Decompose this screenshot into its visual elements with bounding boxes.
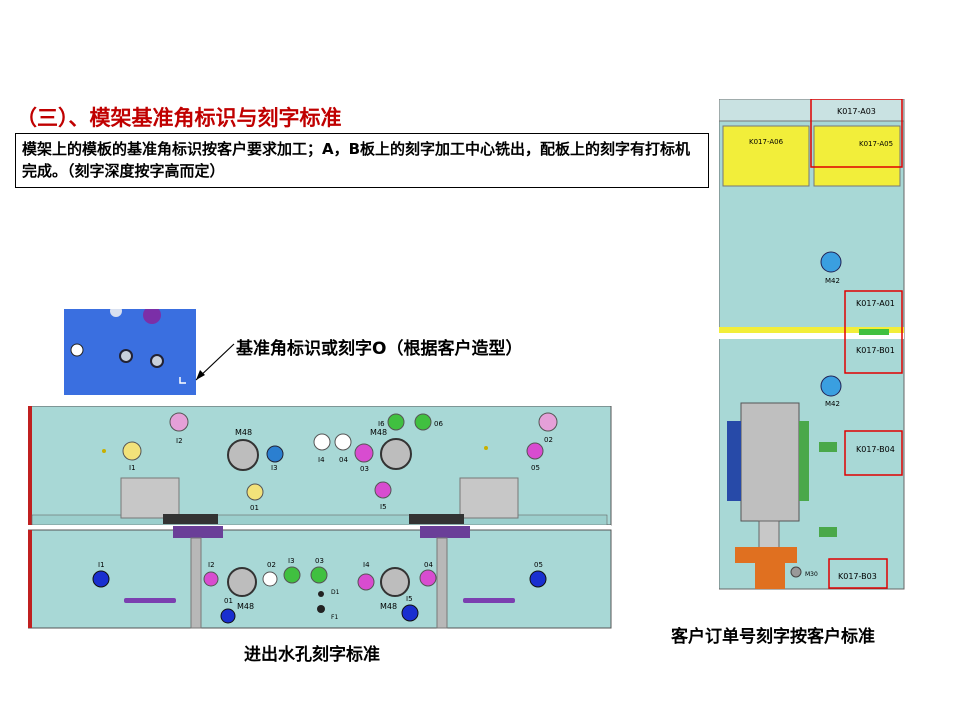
port-label: I1 <box>129 464 136 472</box>
port-label: 03 <box>315 557 324 565</box>
port-label: F1 <box>331 614 338 621</box>
port-label: 03 <box>360 465 369 473</box>
caption-left: 进出水孔刻字标准 <box>244 645 380 665</box>
order-label: K017-A03 <box>837 107 876 116</box>
port-label: I3 <box>271 464 278 472</box>
port-label: M48 <box>370 428 387 437</box>
port-label: D1 <box>331 589 340 596</box>
order-label: K017-A06 <box>749 138 784 146</box>
reference-corner-image <box>64 309 196 395</box>
order-label: K017-B04 <box>856 445 895 454</box>
port-label: 04 <box>424 561 433 569</box>
mold-plate-drawing: I2 I1 M48 I3 01 I4 04 03 I6 06 M48 I5 02… <box>28 406 612 629</box>
port-label: 02 <box>267 561 276 569</box>
port-label: 05 <box>531 464 540 472</box>
order-label: M42 <box>825 400 840 408</box>
order-label: K017-B01 <box>856 346 895 355</box>
order-label: K017-A05 <box>859 140 893 148</box>
port-label: 01 <box>224 597 233 605</box>
port-label: I4 <box>363 561 370 569</box>
port-label: I5 <box>406 595 413 603</box>
port-label: 05 <box>534 561 543 569</box>
port-label: 06 <box>434 420 443 428</box>
port-label: 04 <box>339 456 348 464</box>
slide-title: （三）、模架基准角标识与刻字标准 <box>16 106 342 130</box>
caption-right: 客户订单号刻字按客户标准 <box>671 627 875 647</box>
port-label: M48 <box>380 602 397 611</box>
order-label: M42 <box>825 277 840 285</box>
port-label: M48 <box>235 428 252 437</box>
port-label: 02 <box>544 436 553 444</box>
order-label: M30 <box>805 571 818 578</box>
port-label: M48 <box>237 602 254 611</box>
port-label: I5 <box>380 503 387 511</box>
port-label: I4 <box>318 456 325 464</box>
port-label: I2 <box>176 437 183 445</box>
port-label: I2 <box>208 561 215 569</box>
callout-arrow <box>195 343 235 381</box>
order-number-drawing: K017-A03 K017-A06 K017-A05 M42 K017-A01 … <box>719 99 905 590</box>
callout-label: 基准角标识或刻字O（根据客户造型） <box>236 339 523 359</box>
port-label: I1 <box>98 561 105 569</box>
description-box: 模架上的模板的基准角标识按客户要求加工；A，B板上的刻字加工中心铣出，配板上的刻… <box>15 133 709 188</box>
port-label: 01 <box>250 504 259 512</box>
port-label: I6 <box>378 420 385 428</box>
port-label: I3 <box>288 557 295 565</box>
order-label: K017-A01 <box>856 299 895 308</box>
order-label: K017-B03 <box>838 572 877 581</box>
